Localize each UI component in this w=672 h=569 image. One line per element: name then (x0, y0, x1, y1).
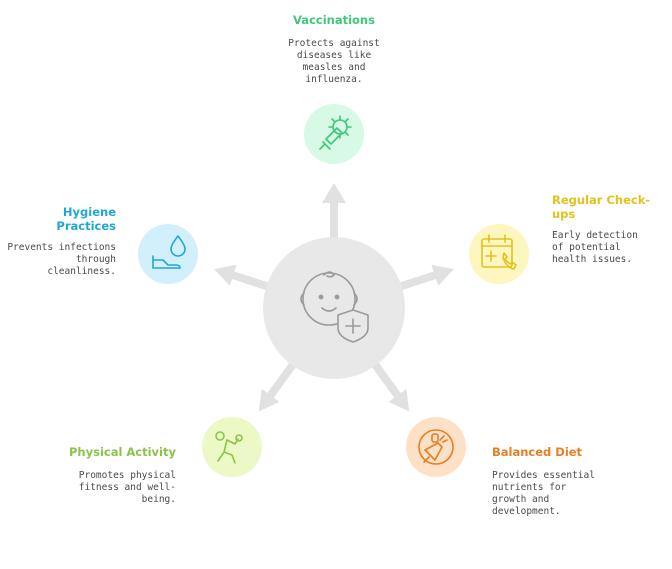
node-hygiene-practices (138, 224, 198, 284)
calendar-phone-icon (481, 234, 517, 270)
node-balanced-diet (406, 417, 466, 477)
balanced-diet-title: Balanced Diet (492, 445, 583, 459)
node-regular-checkups (469, 224, 529, 284)
regular-checkups-title: Regular Check-ups (552, 193, 651, 221)
node-vaccinations (304, 104, 364, 164)
node-physical-activity (202, 417, 262, 477)
physical-activity-title: Physical Activity (68, 445, 176, 459)
regular-checkups-description: Early detection of potential health issu… (552, 230, 638, 265)
arrow-to-regular-checkups (399, 264, 454, 291)
hygiene-practices-title: Hygiene Practices (56, 205, 116, 233)
arrow-to-balanced-diet (370, 360, 410, 412)
water-drop-hand-icon (152, 235, 186, 269)
physical-activity-description: Promotes physical fitness and well-being… (78, 470, 176, 505)
baby-shield-icon (300, 271, 369, 343)
balanced-diet-description: Provides essential nutrients for growth … (492, 470, 595, 517)
arrow-to-physical-activity (258, 360, 298, 412)
arrow-to-hygiene-practices (214, 264, 269, 291)
virus-syringe-icon (319, 115, 352, 150)
arrows (214, 183, 454, 412)
carrot-plate-icon (418, 429, 454, 465)
arrow-to-vaccinations (322, 183, 346, 238)
person-ball-icon (215, 431, 243, 464)
hygiene-practices-description: Prevents infections through cleanliness. (7, 242, 116, 277)
vaccinations-description: Protects against diseases like measles a… (288, 38, 380, 85)
hub (263, 237, 405, 379)
vaccinations-title: Vaccinations (293, 13, 375, 27)
